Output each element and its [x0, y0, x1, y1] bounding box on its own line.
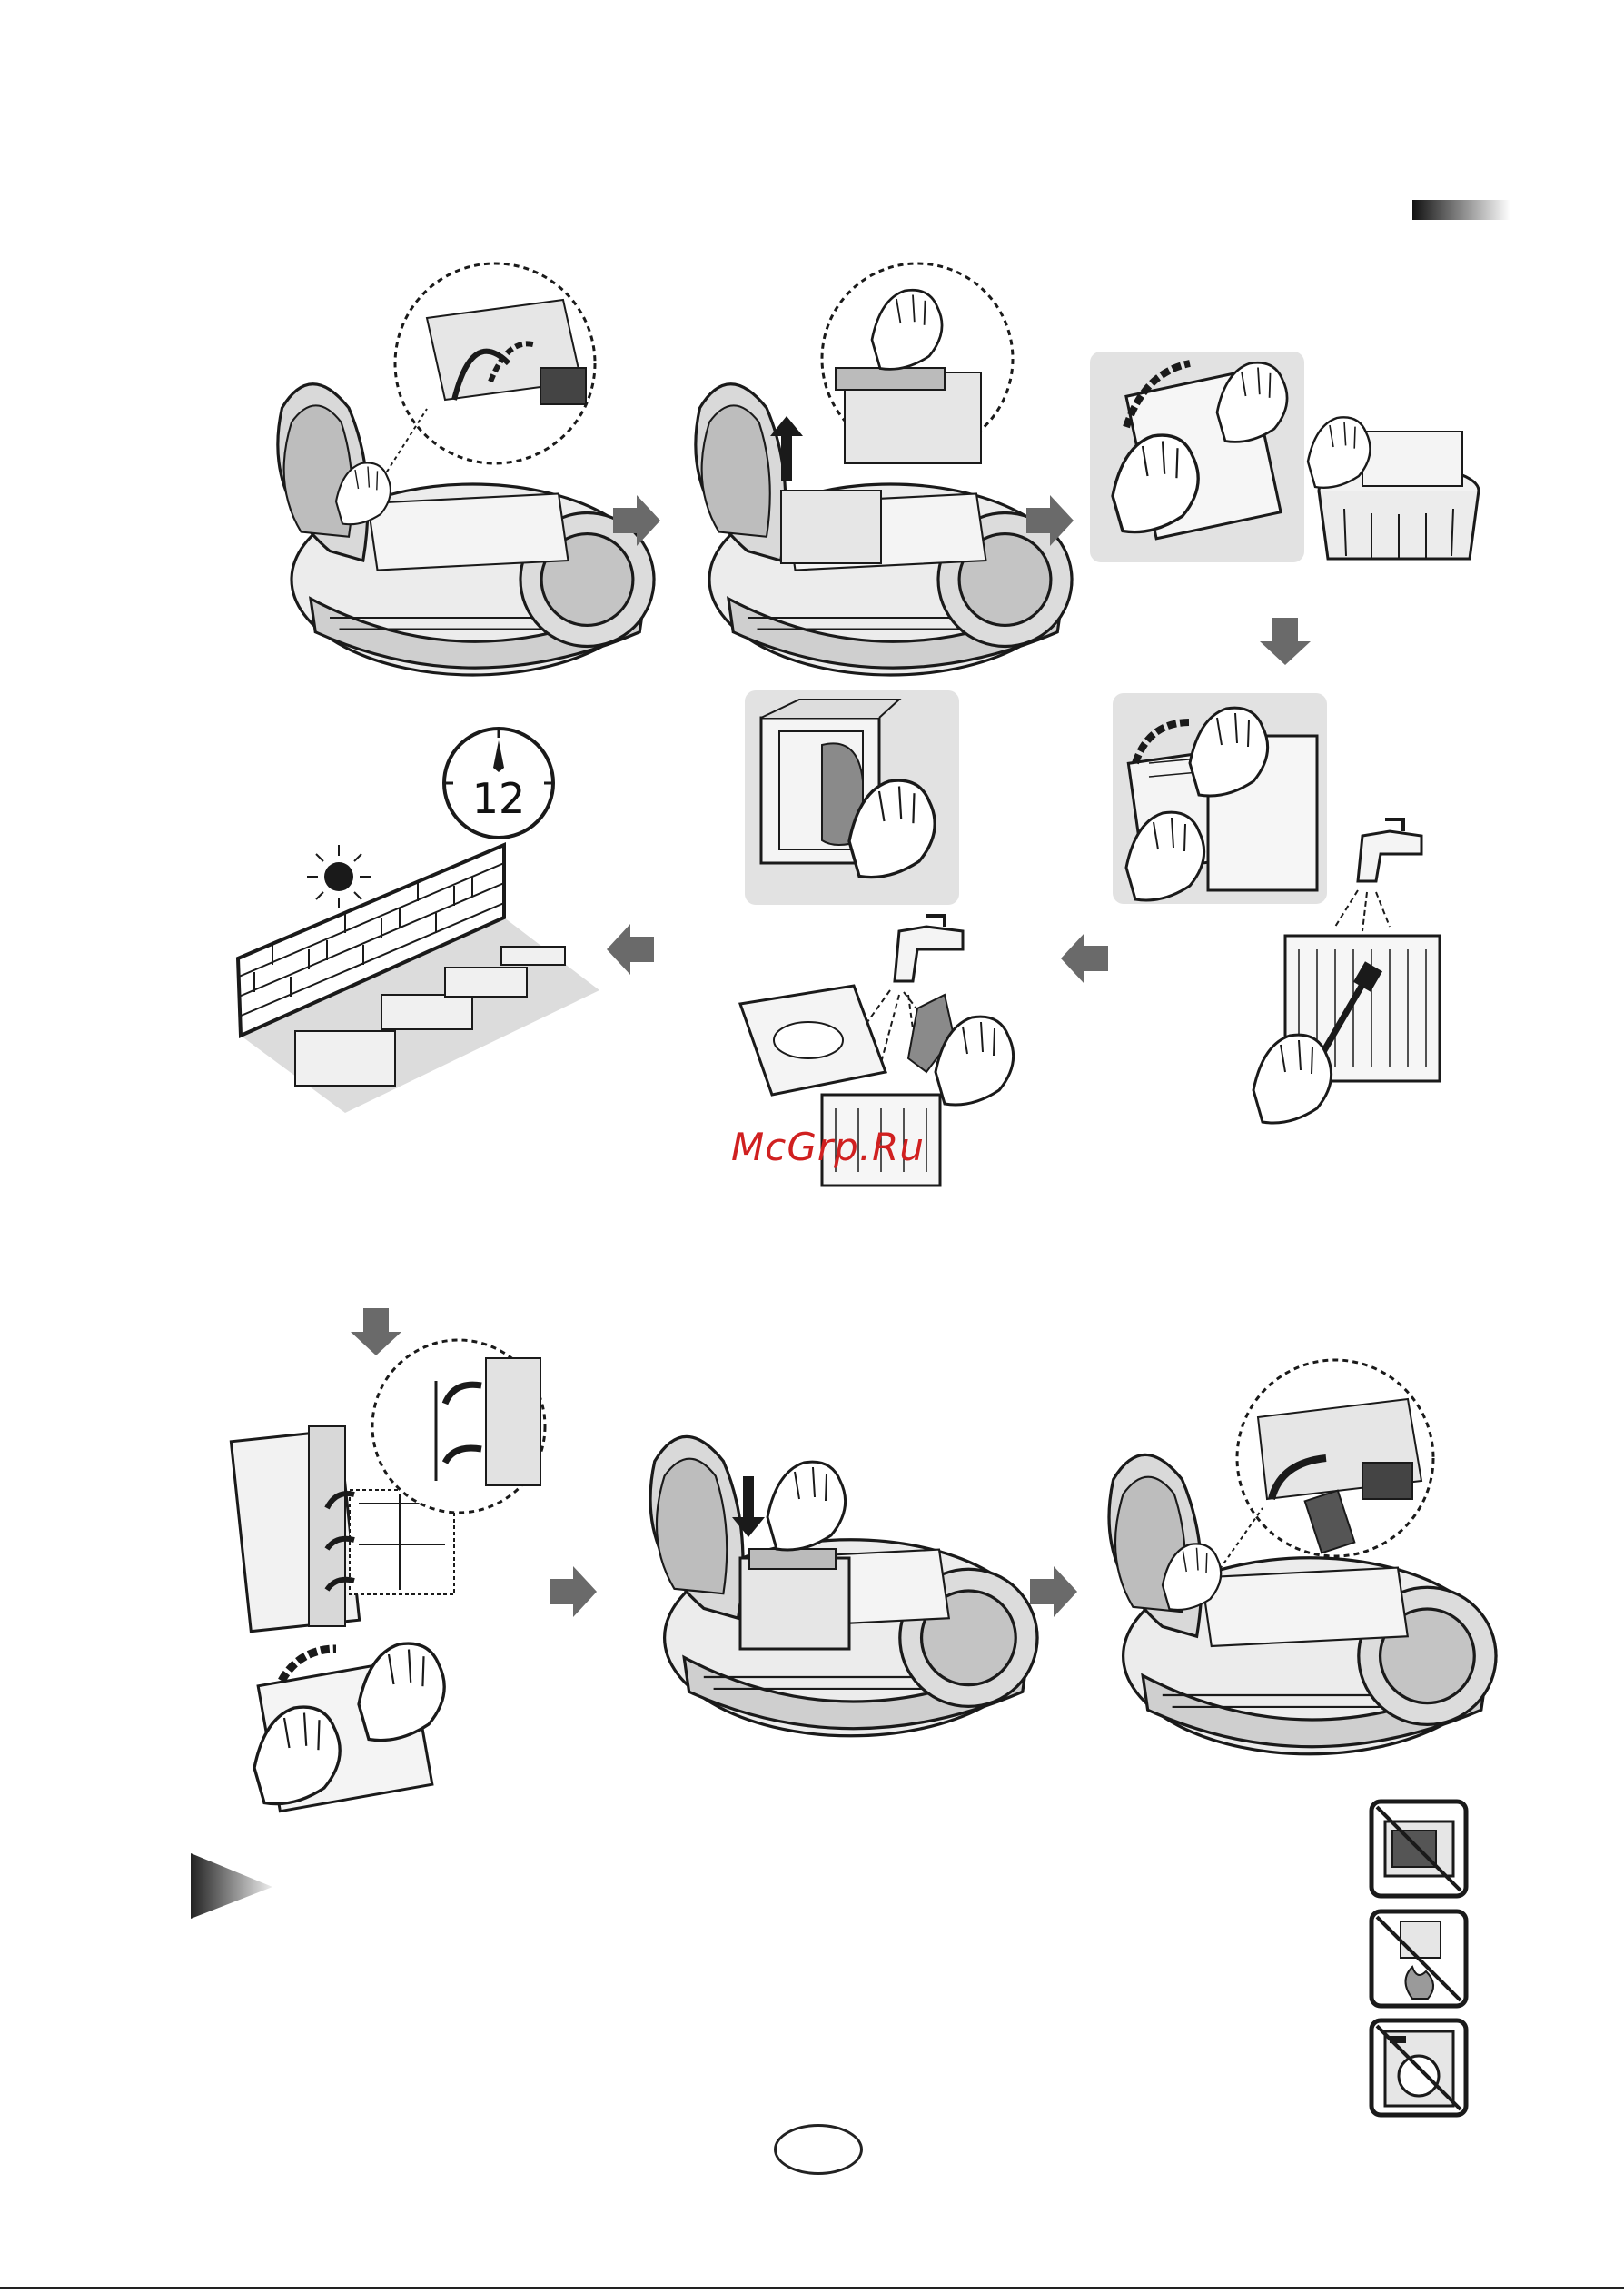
footer-rule: [0, 2287, 1624, 2289]
arrow-down-2: [351, 1308, 401, 1355]
arrow-down-1: [1260, 618, 1311, 665]
step-dry-parts-in-shade: [238, 729, 599, 1113]
no-fire-drying-icon: [1371, 1911, 1466, 2006]
arrow-left-2: [1061, 933, 1108, 984]
step-reassemble-filter: [231, 1340, 545, 1812]
step-close-lever-and-lid: [1109, 1360, 1496, 1754]
no-oven-drying-icon: [1371, 1802, 1466, 1896]
step-insert-dust-container: [650, 1436, 1037, 1735]
step-remove-sponge-filter: [745, 690, 959, 905]
step-open-filter-housing: [1113, 693, 1327, 904]
watermark-text: McGrp.Ru: [731, 1125, 925, 1169]
clock-hours-label: 12: [470, 774, 527, 823]
page-number-oval: [774, 2124, 863, 2175]
section-tab: [1412, 200, 1510, 220]
step-empty-dust-into-bin: [1090, 352, 1479, 562]
no-washing-machine-icon: [1371, 2020, 1466, 2115]
arrow-left-1: [607, 924, 654, 975]
step-open-lid-release-lever: [278, 263, 654, 675]
arrow-right-4: [1030, 1566, 1077, 1617]
step-lift-dust-container: [696, 263, 1072, 675]
arrow-right-3: [550, 1566, 597, 1617]
note-marker: [191, 1853, 272, 1919]
